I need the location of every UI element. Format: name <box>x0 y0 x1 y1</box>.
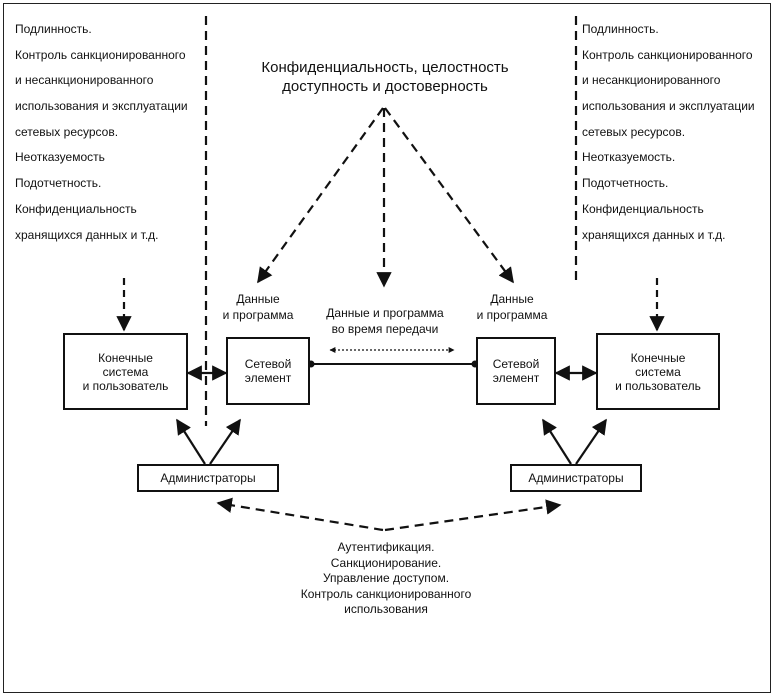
left-properties-list: Подлинность. Контроль санкционированного… <box>15 21 188 252</box>
list-item: Контроль санкционированного <box>15 47 186 62</box>
label-line: и программа <box>476 308 548 322</box>
list-item: Подотчетность. <box>582 176 669 191</box>
data-label-right: Данные и программа <box>462 291 562 323</box>
list-item: Подлинность. <box>582 22 659 36</box>
title-line-1: Конфиденциальность, целостность <box>261 59 509 76</box>
box-label: Администраторы <box>160 471 256 485</box>
list-item: Конфиденциальность <box>15 201 137 216</box>
box-line: элемент <box>244 371 292 385</box>
text-line: Управление доступом. <box>322 571 450 585</box>
box-line: Конечные <box>630 350 686 365</box>
list-item: хранящихся данных и т.д. <box>15 227 159 242</box>
list-item: Неотказуемость. <box>582 150 676 165</box>
label-line: Данные <box>236 292 280 306</box>
list-item: и несанкционированного <box>15 73 154 88</box>
access-control-text: Аутентификация. Санкционирование. Управл… <box>270 540 502 618</box>
box-line: элемент <box>492 371 540 385</box>
list-item: Подлинность. <box>15 22 92 36</box>
data-label-center: Данные и программа во время передачи <box>310 305 460 337</box>
end-system-user-box-right: Конечные система и пользователь <box>596 333 720 410</box>
box-line: Сетевой <box>492 357 540 371</box>
end-system-user-box-left: Конечные система и пользователь <box>63 333 188 410</box>
label-line: Данные <box>490 292 534 306</box>
admin-left-arrow-2 <box>209 418 241 465</box>
box-line: и пользователь <box>615 378 701 393</box>
label-line: и программа <box>222 308 294 322</box>
data-label-left: Данные и программа <box>208 291 308 323</box>
box-label: Администраторы <box>528 471 624 485</box>
network-element-box-left: Сетевой элемент <box>226 337 310 405</box>
list-item: Контроль санкционированного <box>582 47 753 62</box>
box-line: и пользователь <box>82 378 169 393</box>
text-line: Аутентификация. <box>337 540 435 554</box>
text-line: использования <box>344 602 428 616</box>
box-line: система <box>102 364 149 379</box>
text-line: Санкционирование. <box>330 555 442 570</box>
list-item: и несанкционированного <box>582 73 721 88</box>
list-item: использования и эксплуатации <box>15 99 188 114</box>
admin-right-arrow-2 <box>575 418 607 465</box>
security-goals-title: Конфиденциальность, целостность доступно… <box>232 58 538 96</box>
admin-left-arrow-1 <box>176 418 206 465</box>
label-line: Данные и программа <box>326 306 444 320</box>
administrators-box-right: Администраторы <box>510 464 642 492</box>
bottom-arrow-right <box>384 499 562 532</box>
administrators-box-left: Администраторы <box>137 464 279 492</box>
list-item: Подотчетность. <box>15 176 102 191</box>
box-line: система <box>635 364 681 379</box>
text-line: Контроль санкционированного <box>300 586 472 601</box>
list-item: Неотказуемость <box>15 150 105 165</box>
admin-right-arrow-1 <box>542 418 572 465</box>
list-item: сетевых ресурсов. <box>15 124 119 139</box>
box-line: Конечные <box>98 350 153 365</box>
list-item: использования и эксплуатации <box>582 99 755 114</box>
list-item: хранящихся данных и т.д. <box>582 227 726 242</box>
box-line: Сетевой <box>244 357 292 371</box>
diagram-frame <box>3 3 771 693</box>
title-line-2: доступность и достоверность <box>282 78 488 95</box>
title-arrow-right <box>384 107 514 284</box>
label-line: во время передачи <box>331 322 439 336</box>
list-item: Конфиденциальность <box>582 201 704 216</box>
title-arrow-left <box>257 107 384 284</box>
bottom-arrow-left <box>216 497 384 532</box>
network-element-box-right: Сетевой элемент <box>476 337 556 405</box>
right-properties-list: Подлинность. Контроль санкционированного… <box>582 21 755 252</box>
list-item: сетевых ресурсов. <box>582 124 686 139</box>
